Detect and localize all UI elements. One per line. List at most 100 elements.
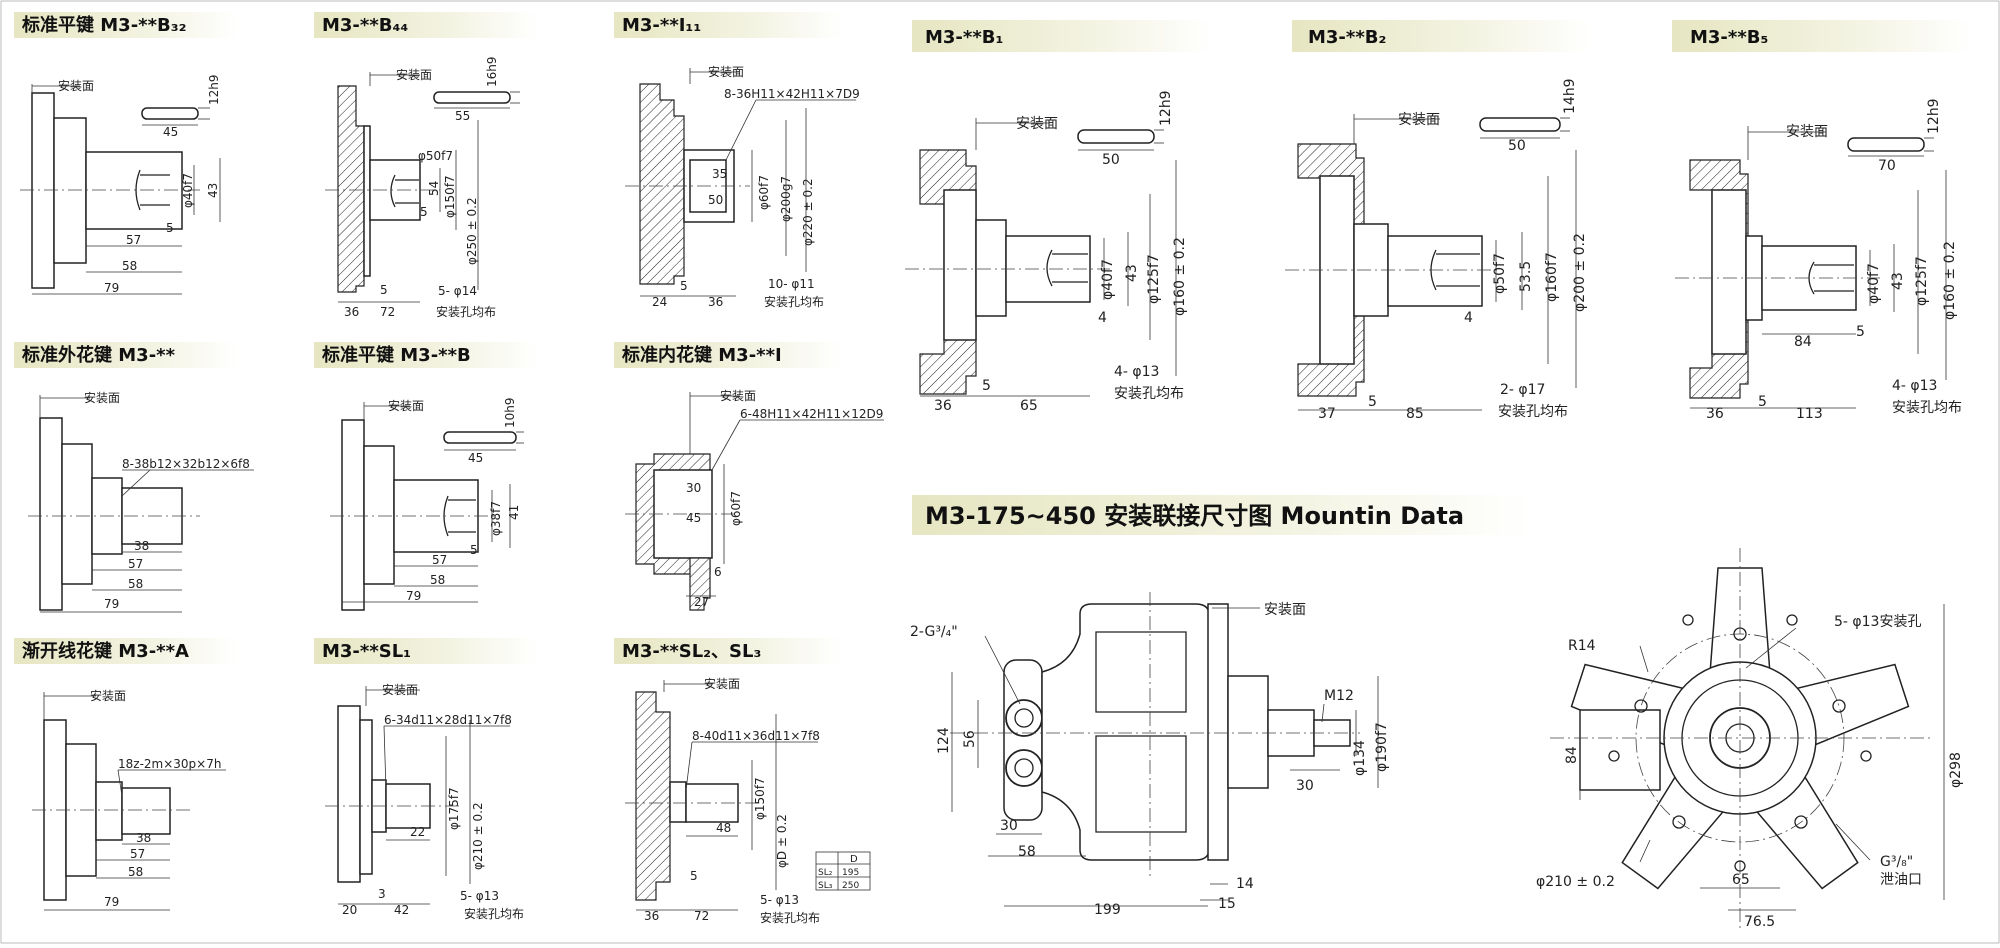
dim-b1-36: 36 <box>934 398 952 414</box>
dim-s9-48: 48 <box>716 821 731 835</box>
dim-s3-24: 24 <box>652 295 667 309</box>
dim-s1-5: 5 <box>166 221 174 235</box>
spline-s7: 18z-2m×30p×7h <box>118 757 221 771</box>
mount-holes-label: 5- φ13安装孔 <box>1834 614 1921 630</box>
mount-label-b5: 安装面 <box>1786 124 1828 140</box>
dim-s2-36: 36 <box>344 305 359 319</box>
holes-note-s9: 安装孔均布 <box>760 910 820 925</box>
mount-label-s6: 安装面 <box>720 388 756 403</box>
dim-s2-keylen: 55 <box>455 109 470 123</box>
drawing-s2: 安装面 16h9 55 φ50f7 54 φ150f7 5 φ250 ± 0.2… <box>325 56 520 319</box>
dim-b5-holes: 4- φ13 <box>1892 378 1937 394</box>
drawing-s5: 安装面 10h9 45 φ38f7 41 5 57 58 79 <box>330 397 524 611</box>
dim-s2-54: 54 <box>427 181 441 196</box>
d-table-r1c2: 195 <box>842 868 859 878</box>
mount-label-b1: 安装面 <box>1016 116 1058 132</box>
dim-s4-38: 38 <box>134 539 149 553</box>
dim-s1-57: 57 <box>126 233 141 247</box>
dim-mount-14: 14 <box>1236 876 1254 892</box>
dim-s5-41: 41 <box>507 505 521 520</box>
dim-b1-dia1: φ40f7 <box>1100 259 1116 300</box>
drawing-mount-front: R14 5- φ13安装孔 84 φ298 G³/₈" 泄油口 φ210 ± 0… <box>1536 548 1964 930</box>
d-table-r1c1: SL₂ <box>818 868 833 878</box>
dim-s1-58: 58 <box>122 259 137 273</box>
dim-mount-dia1: φ134 <box>1352 740 1368 776</box>
dim-s7-79: 79 <box>104 895 119 909</box>
dim-b1-65: 65 <box>1020 398 1038 414</box>
dim-mount-30: 30 <box>1000 818 1018 834</box>
dim-s8-dia1: φ175f7 <box>447 787 461 830</box>
dim-s5-79: 79 <box>406 589 421 603</box>
drawing-b2: 安装面 14h9 50 φ50f7 53.5 φ160f7 φ200 ± 0.2… <box>1285 78 1588 422</box>
holes-note-s3: 安装孔均布 <box>764 294 824 309</box>
dim-b2-keyw: 14h9 <box>1562 78 1578 114</box>
dim-s4-58: 58 <box>128 577 143 591</box>
drawing-s4: 安装面 8-38b12×32b12×6f8 38 57 58 79 <box>28 390 254 613</box>
drawing-b5: 安装面 12h9 70 φ40f7 43 φ125f7 φ160 ± 0.2 8… <box>1675 98 1962 422</box>
dim-s5-5: 5 <box>470 543 478 557</box>
dim-s8-dia2: φ210 ± 0.2 <box>471 802 485 870</box>
dim-s9-5: 5 <box>690 869 698 883</box>
title-s7: 渐开线花键 M3-**A <box>22 640 189 662</box>
dim-s9-dia1: φ150f7 <box>753 777 767 820</box>
dim-s7-58: 58 <box>128 865 143 879</box>
dim-b2-holes: 2- φ17 <box>1500 382 1545 398</box>
dim-s4-57: 57 <box>128 557 143 571</box>
dim-mount-dia3: φ298 <box>1948 752 1964 788</box>
d-table-r2c2: 250 <box>842 881 859 891</box>
drawing-s3: 安装面 8-36H11×42H11×7D9 35 50 φ60f7 φ200g7… <box>625 64 860 309</box>
dim-s9-holes: 5- φ13 <box>760 893 799 907</box>
dim-b2-5: 5 <box>1368 394 1377 410</box>
d-table-r2c1: SL₃ <box>818 881 833 891</box>
dim-s3-dia1: φ60f7 <box>757 175 771 210</box>
dim-b1-43: 43 <box>1124 264 1140 282</box>
mount-label-s4: 安装面 <box>84 390 120 405</box>
dim-s3-36: 36 <box>708 295 723 309</box>
title-s4: 标准外花键 M3-** <box>21 344 176 366</box>
dim-s2-holes: 5- φ14 <box>438 284 477 298</box>
dim-mount-58: 58 <box>1018 844 1036 860</box>
dim-b1-dia2: φ125f7 <box>1146 254 1162 304</box>
dim-b5-5: 5 <box>1856 324 1865 340</box>
dim-b1-dia3: φ160 ± 0.2 <box>1172 237 1188 316</box>
dim-b1-keylen: 50 <box>1102 152 1120 168</box>
title-s1: 标准平键 M3-**B₃₂ <box>21 14 187 36</box>
dim-s6-6: 6 <box>714 565 722 579</box>
dim-s3-5: 5 <box>680 279 688 293</box>
title-s5: 标准平键 M3-**B <box>321 344 471 366</box>
spline-s4: 8-38b12×32b12×6f8 <box>122 457 250 471</box>
dim-s1-43: 43 <box>206 183 220 198</box>
dim-b2-37: 37 <box>1318 406 1336 422</box>
dim-s5-57: 57 <box>432 553 447 567</box>
dim-s3-holes: 10- φ11 <box>768 277 815 291</box>
dim-b5-keylen: 70 <box>1878 158 1896 174</box>
dim-s6-45: 45 <box>686 511 701 525</box>
dim-s5-dia: φ38f7 <box>489 501 503 536</box>
dim-b5-36: 36 <box>1706 406 1724 422</box>
drain-label: 泄油口 <box>1880 872 1922 888</box>
spline-s3: 8-36H11×42H11×7D9 <box>724 87 860 101</box>
dim-mount-65: 65 <box>1732 872 1750 888</box>
mount-label-s9: 安装面 <box>704 676 740 691</box>
dim-s4-79: 79 <box>104 597 119 611</box>
title-s3: M3-**I₁₁ <box>622 15 701 36</box>
mount-label-s1: 安装面 <box>58 78 94 93</box>
dim-mount-dia2: φ190f7 <box>1374 722 1390 772</box>
dim-s2-dia2: φ150f7 <box>443 175 457 218</box>
drawing-s9: 安装面 8-40d11×36d11×7f8 φ150f7 φD ± 0.2 48… <box>625 676 871 925</box>
dim-mount-124: 124 <box>936 727 952 754</box>
dim-mount-56: 56 <box>962 730 978 748</box>
dim-s6-27: 27 <box>694 595 709 609</box>
title-s8: M3-**SL₁ <box>322 641 411 662</box>
dim-b2-4: 4 <box>1464 310 1473 326</box>
dim-s8-22: 22 <box>410 825 425 839</box>
dim-mount-765: 76.5 <box>1744 914 1775 930</box>
dim-s8-3: 3 <box>378 887 386 901</box>
dim-s9-36: 36 <box>644 909 659 923</box>
dim-mount-dia4: φ210 ± 0.2 <box>1536 874 1615 890</box>
m12-label: M12 <box>1324 688 1354 704</box>
dim-b5-dia3: φ160 ± 0.2 <box>1942 241 1958 320</box>
mount-label-s5: 安装面 <box>388 398 424 413</box>
dim-b2-dia2: φ160f7 <box>1544 252 1560 302</box>
